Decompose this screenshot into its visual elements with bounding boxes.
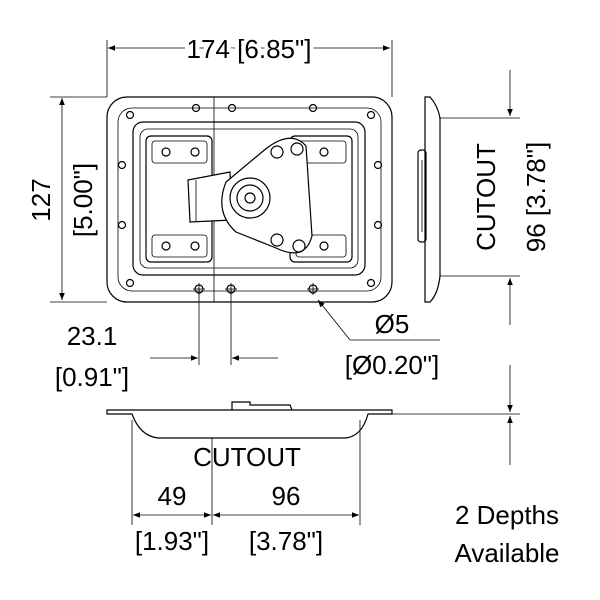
lock-keyhole [244, 192, 256, 204]
handle-rivet-bottom [270, 233, 284, 247]
depth-a-mm-label: 49 [158, 481, 187, 511]
side-profile [424, 96, 441, 303]
depths-note-line2: Available [454, 538, 559, 568]
depth-b-in-label: [3.78"] [249, 526, 323, 556]
lock-cylinder-inner [236, 184, 264, 212]
inner-flange-line [117, 107, 382, 292]
offset-mm-label: 23.1 [67, 321, 118, 351]
bottom-holes [193, 283, 319, 295]
hole-dia-mm-label: Ø5 [375, 309, 410, 339]
width-mm: 174 [187, 34, 230, 64]
cutout-bottom-label: CUTOUT [193, 442, 301, 472]
lock-cylinder-outer [229, 177, 271, 219]
bottom-view [106, 365, 520, 525]
recess-inner [139, 128, 359, 269]
cutout-side-dim-label: 96 [3.78"] [521, 142, 551, 252]
hole-leader [317, 299, 351, 341]
side-view [417, 70, 520, 325]
recess-outline [132, 121, 366, 276]
bottom-latch-bump [231, 401, 293, 411]
depth-b-mm-label: 96 [272, 481, 301, 511]
front-view [50, 40, 440, 365]
width-in: [6.85"] [237, 34, 311, 64]
outer-flange [106, 96, 393, 303]
side-handle [417, 149, 427, 243]
bottom-profile [106, 409, 393, 439]
handle-rivet-bottom-r [292, 239, 306, 253]
hole-dia-in-label: [Ø0.20"] [345, 350, 440, 380]
height-in-label: [5.00"] [68, 163, 98, 237]
depth-a-in-label: [1.93"] [135, 526, 209, 556]
width-dim-label: 174 [6.85"] [187, 34, 312, 64]
handle-rivet-top [270, 145, 284, 159]
flange-holes [117, 103, 383, 288]
offset-in-label: [0.91"] [55, 362, 129, 392]
handle-rivet-top-r [290, 142, 304, 156]
height-mm-label: 127 [26, 178, 56, 221]
depths-note-line1: 2 Depths [455, 500, 559, 530]
cutout-side-label: CUTOUT [471, 143, 501, 251]
